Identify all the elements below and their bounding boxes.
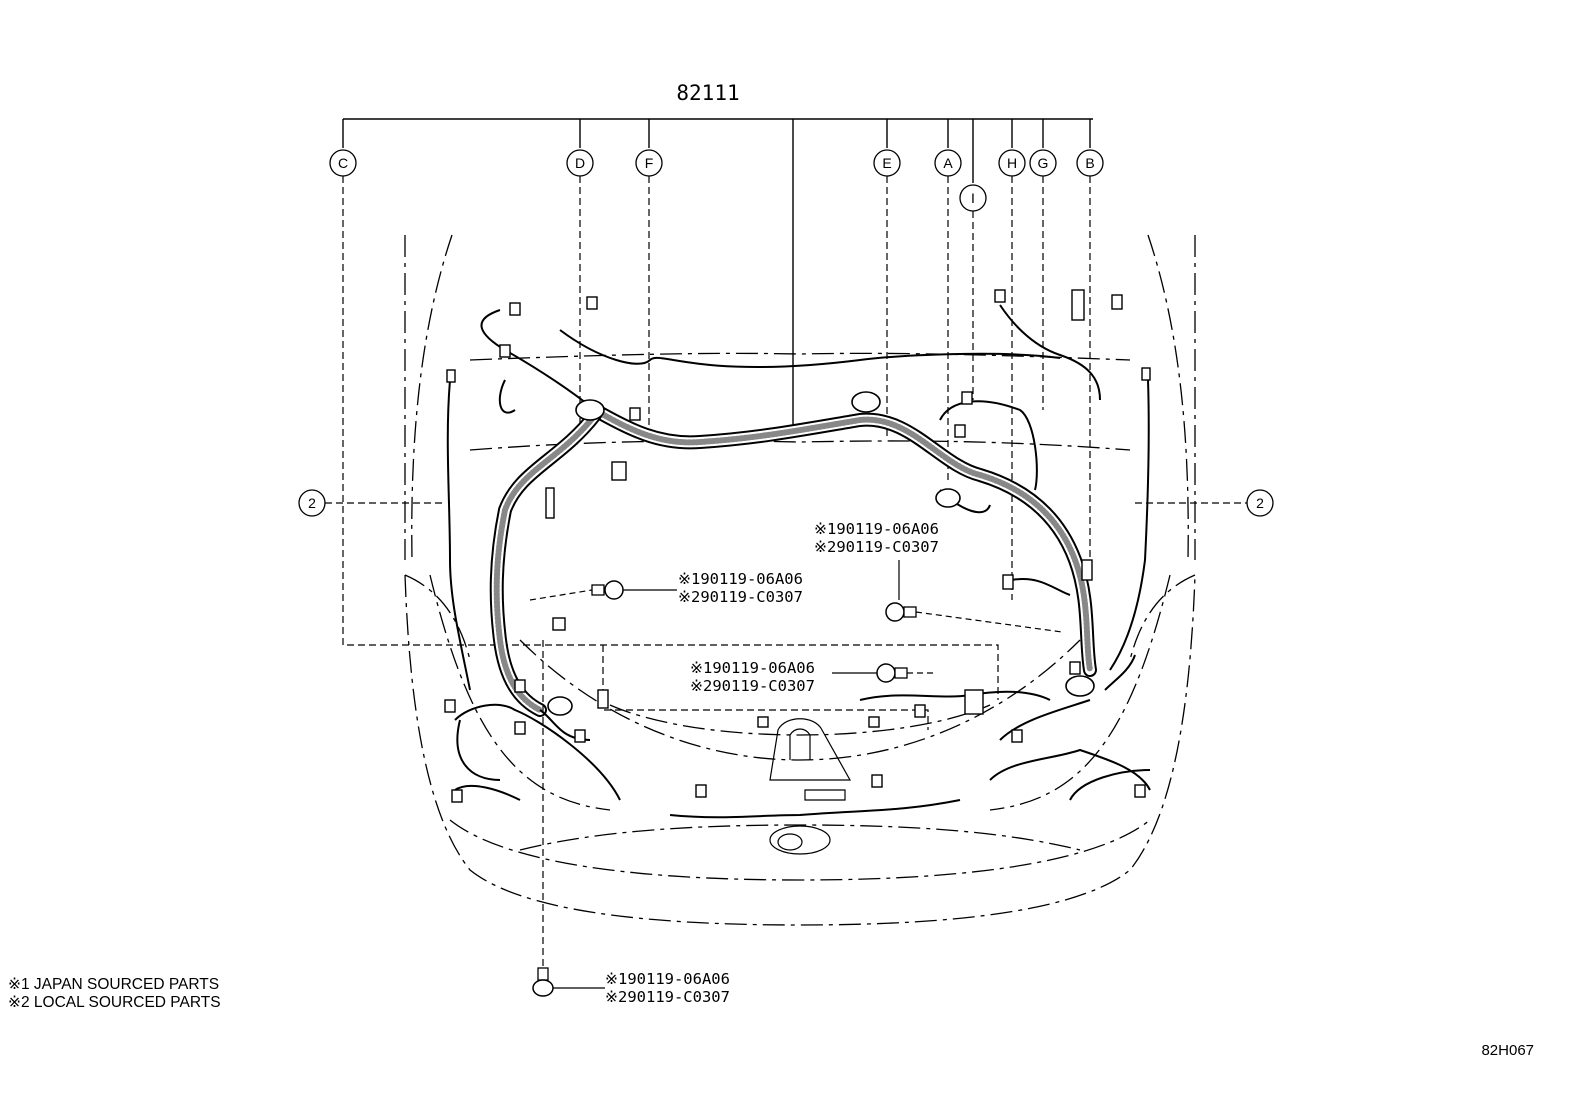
- callout-upper-left: ※190119-06A06 ※290119-C0307: [678, 570, 803, 606]
- bolt-center-right[interactable]: [885, 560, 1063, 633]
- bolt-bottom[interactable]: [532, 640, 605, 997]
- branch-wires: [446, 304, 1151, 819]
- connector-circle-g[interactable]: G: [1029, 149, 1057, 177]
- connector-circle-e[interactable]: E: [873, 149, 901, 177]
- svg-text:※190119-06A06: ※190119-06A06: [678, 570, 803, 588]
- svg-text:※290119-C0307: ※290119-C0307: [690, 677, 815, 695]
- svg-text:C: C: [338, 155, 348, 171]
- svg-text:F: F: [645, 155, 654, 171]
- svg-text:2: 2: [308, 495, 316, 511]
- svg-text:G: G: [1038, 155, 1049, 171]
- callout-center-lower: ※190119-06A06 ※290119-C0307: [690, 659, 815, 695]
- connector-circle-h[interactable]: H: [998, 149, 1026, 177]
- svg-text:※190119-06A06: ※190119-06A06: [814, 520, 939, 538]
- vehicle-body-outline: [404, 234, 1196, 926]
- svg-text:A: A: [943, 155, 953, 171]
- callout-bottom: ※190119-06A06 ※290119-C0307: [605, 970, 730, 1006]
- svg-text:※290119-C0307: ※290119-C0307: [605, 988, 730, 1006]
- svg-text:H: H: [1007, 155, 1017, 171]
- svg-text:※190119-06A06: ※190119-06A06: [690, 659, 815, 677]
- svg-text:※190119-06A06: ※190119-06A06: [605, 970, 730, 988]
- svg-text:D: D: [575, 155, 585, 171]
- svg-text:E: E: [882, 155, 891, 171]
- connector-circle-c[interactable]: C: [329, 149, 357, 177]
- main-part-number: 82111: [676, 81, 739, 105]
- side-reference-right[interactable]: 2: [1246, 489, 1274, 517]
- callout-center-right: ※190119-06A06 ※290119-C0307: [814, 520, 939, 556]
- svg-text:I: I: [971, 190, 975, 206]
- connector-leader-lines: [342, 176, 1091, 730]
- connector-circle-d[interactable]: D: [566, 149, 594, 177]
- legend-line-japan: ※1 JAPAN SOURCED PARTS: [8, 976, 220, 993]
- diagram-id: 82H067: [1481, 1042, 1534, 1059]
- svg-text:※290119-C0307: ※290119-C0307: [814, 538, 939, 556]
- connector-blocks: [444, 289, 1151, 803]
- side-reference-left[interactable]: 2: [298, 489, 326, 517]
- svg-text:2: 2: [1256, 495, 1264, 511]
- harness-grommets: [547, 391, 1095, 716]
- svg-text:※290119-C0307: ※290119-C0307: [678, 588, 803, 606]
- bolt-center-lower[interactable]: [832, 663, 935, 683]
- connector-circle-f[interactable]: F: [635, 149, 663, 177]
- connector-circle-i[interactable]: I: [959, 184, 987, 212]
- part-bracket: [342, 118, 1093, 425]
- bolt-upper-left[interactable]: [529, 580, 677, 601]
- sourcing-legend: ※1 JAPAN SOURCED PARTS ※2 LOCAL SOURCED …: [8, 976, 221, 1012]
- hood-latch-bracket: [769, 718, 852, 855]
- svg-text:B: B: [1085, 155, 1094, 171]
- legend-line-local: ※2 LOCAL SOURCED PARTS: [8, 994, 221, 1011]
- connector-circle-b[interactable]: B: [1076, 149, 1104, 177]
- main-wiring-harness: [489, 403, 1097, 717]
- connector-circle-a[interactable]: A: [934, 149, 962, 177]
